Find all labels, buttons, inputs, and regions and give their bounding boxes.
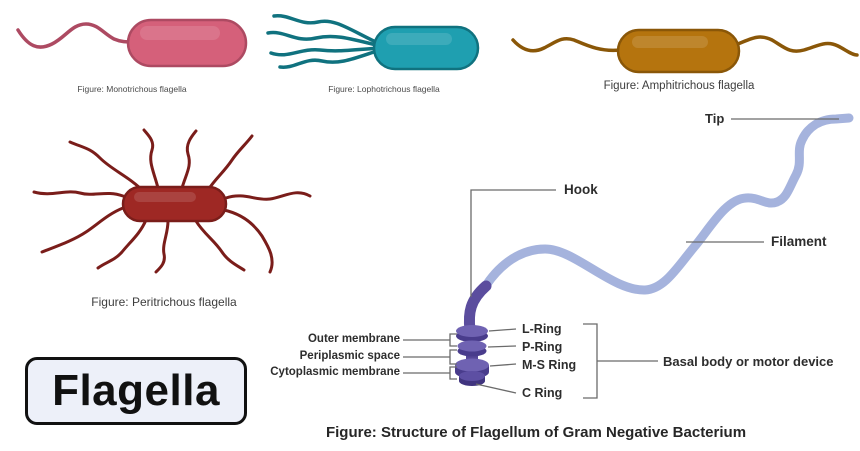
hook-shape	[463, 280, 492, 336]
monotrichous-flagellum-icon	[16, 22, 135, 49]
capsule-highlight	[386, 33, 452, 45]
title-box: Flagella	[25, 357, 247, 425]
lophotrichous-caption: Figure: Lophotrichous flagella	[328, 84, 440, 94]
basal-body-bracket	[583, 323, 598, 399]
capsule-highlight	[134, 192, 196, 202]
amphitrichous-caption: Figure: Amphitrichous flagella	[603, 80, 755, 92]
capsule-highlight	[632, 36, 708, 48]
outer-membrane-bracket	[449, 333, 457, 347]
p-ring-leader-line	[487, 345, 517, 348]
c-ring-label: C Ring	[522, 386, 563, 400]
lophotrichous-flagellum-icon	[278, 48, 382, 69]
tip-label: Tip	[705, 111, 725, 126]
peritrichous-flagellum-icon	[96, 218, 148, 270]
peritrichous-capsule	[121, 185, 228, 223]
structure-caption: Figure: Structure of Flagellum of Gram N…	[325, 424, 747, 441]
peritrichous-flagellum-icon	[68, 140, 144, 192]
peritrichous-flagellum-icon	[154, 219, 170, 274]
peritrichous-flagellum-icon	[224, 191, 312, 201]
basal-body-label: Basal body or motor device	[663, 354, 834, 369]
lophotrichous-bacterium	[266, 14, 480, 71]
peritrichous-caption: Figure: Peritrichous flagella	[91, 295, 237, 309]
l-ring-label: L-Ring	[522, 322, 562, 336]
periplasmic-space-bracket	[449, 349, 457, 365]
cytoplasmic-membrane-label: Cytoplasmic membrane	[270, 366, 400, 378]
p-ring-shape	[457, 340, 487, 357]
peritrichous-flagellum-icon	[206, 134, 254, 192]
hook-label: Hook	[564, 182, 598, 197]
monotrichous-caption: Figure: Monotrichous flagella	[77, 84, 187, 94]
periplasmic-space-label: Periplasmic space	[299, 350, 400, 362]
capsule-highlight	[140, 26, 220, 40]
l-ring-shape	[456, 325, 488, 342]
ms-ring-leader-line	[489, 363, 517, 367]
cytoplasmic-membrane-bracket	[449, 366, 457, 380]
amphitrichous-capsule	[616, 28, 741, 74]
lophotrichous-flagellum-icon	[272, 14, 382, 46]
outer-membrane-label: Outer membrane	[307, 333, 400, 345]
amphitrichous-bacterium	[511, 28, 859, 74]
hook-leader-line	[470, 189, 556, 297]
peritrichous-flagellum-icon	[142, 128, 160, 190]
c-ring-shape	[459, 371, 485, 386]
page-title: Flagella	[52, 366, 220, 415]
peritrichous-flagellum-icon	[180, 129, 198, 190]
peritrichous-flagellum-icon	[40, 206, 125, 254]
peritrichous-flagellum-icon	[194, 219, 246, 272]
filament-label: Filament	[771, 234, 827, 249]
ms-ring-label: M-S Ring	[522, 358, 577, 372]
monotrichous-bacterium	[16, 18, 248, 68]
filament-shape	[482, 113, 854, 295]
peritrichous-flagellum-icon	[222, 208, 274, 274]
amphitrichous-flagellum-icon	[511, 36, 622, 53]
c-ring-leader-line	[475, 383, 517, 394]
l-ring-leader-line	[488, 328, 517, 332]
amphitrichous-flagellum-icon	[736, 35, 859, 57]
lophotrichous-flagellum-icon	[266, 30, 382, 48]
peritrichous-flagellum-icon	[32, 190, 125, 198]
lophotrichous-flagellum-icon	[269, 46, 382, 57]
p-ring-label: P-Ring	[522, 340, 563, 354]
flagellum-structure	[403, 113, 854, 399]
monotrichous-capsule	[126, 18, 248, 68]
lophotrichous-capsule	[372, 25, 480, 71]
peritrichous-bacterium	[32, 128, 312, 274]
